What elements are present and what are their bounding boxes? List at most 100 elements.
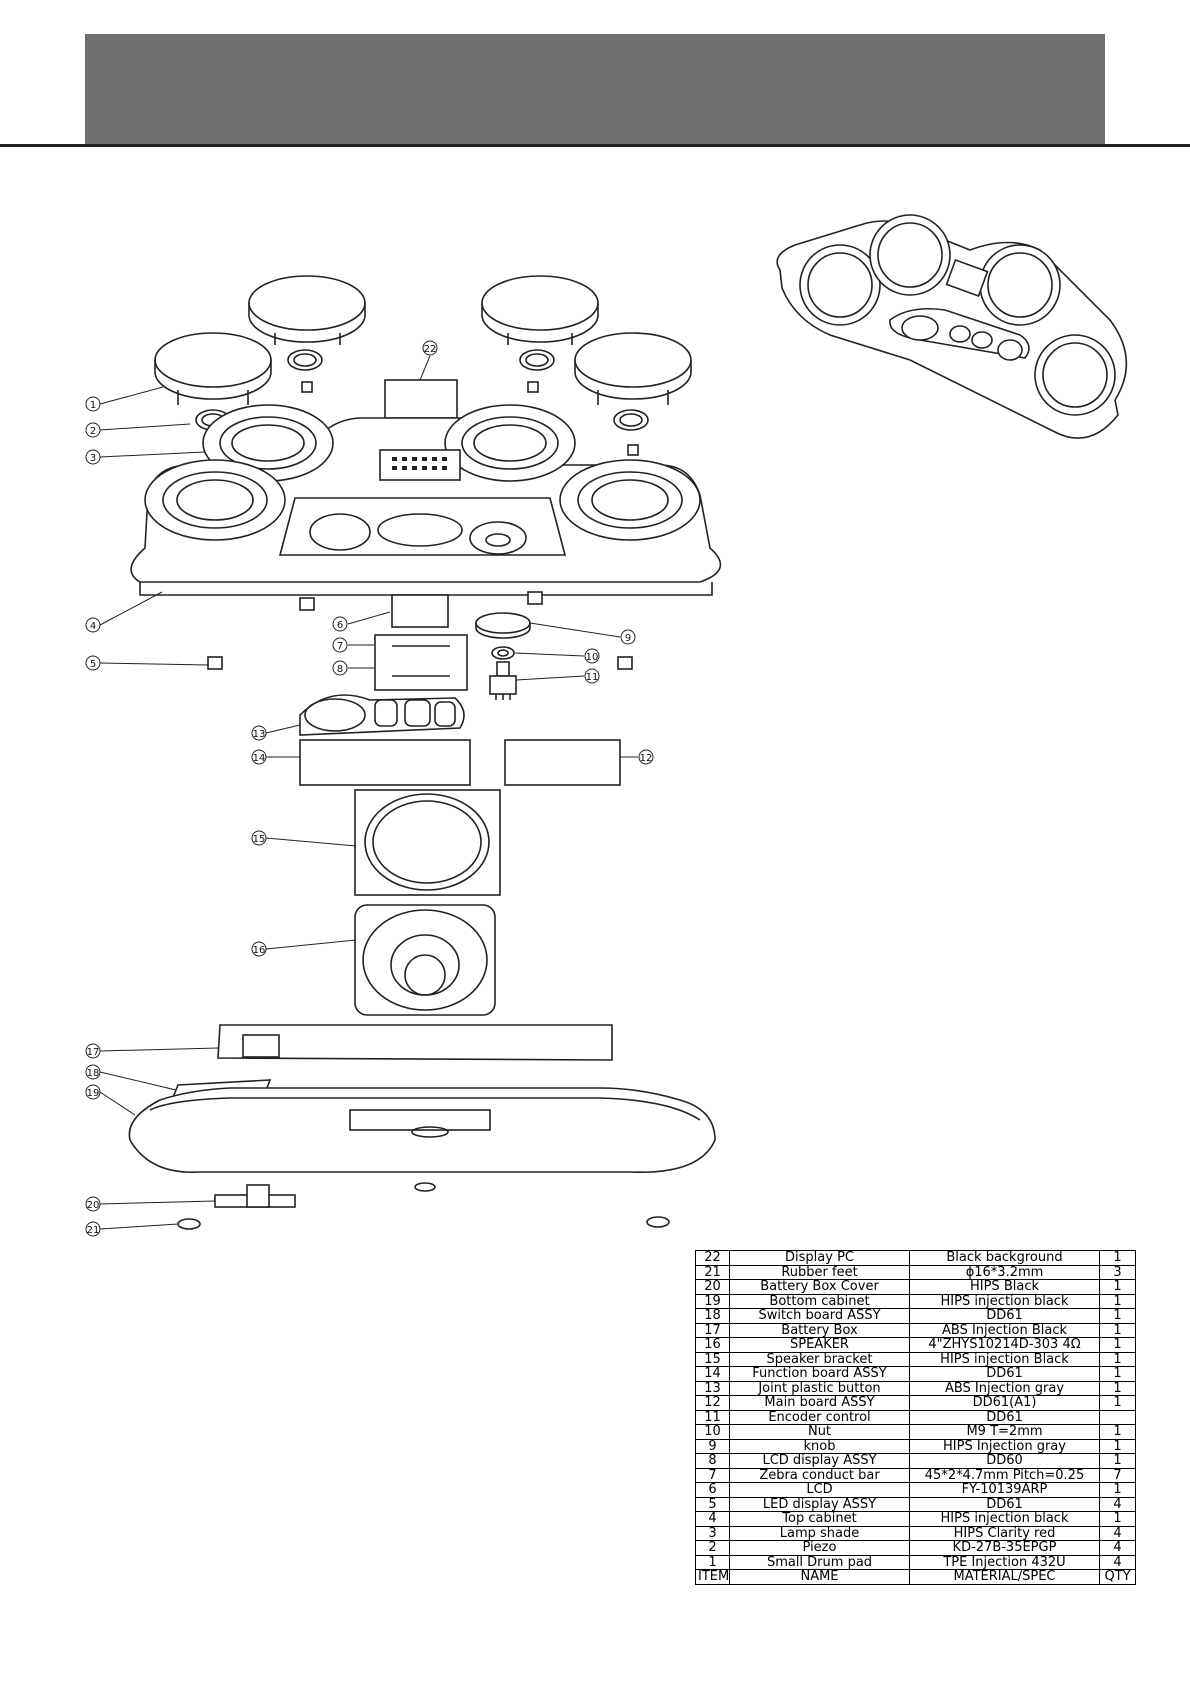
bom-cell-spec: DD61 bbox=[909, 1496, 1100, 1512]
perspective-pad-1 bbox=[799, 244, 881, 326]
bom-cell-item: 13 bbox=[695, 1380, 730, 1396]
bom-cell-item: 10 bbox=[695, 1424, 730, 1440]
bom-cell-item: 17 bbox=[695, 1322, 730, 1338]
knob bbox=[475, 612, 531, 639]
bom-cell-item: 7 bbox=[695, 1467, 730, 1483]
bom-cell-spec: ABS Injection gray bbox=[909, 1380, 1100, 1396]
bom-header-spec: MATERIAL/SPEC bbox=[909, 1569, 1100, 1585]
callout-15: 15 bbox=[253, 834, 266, 845]
callout-12: 12 bbox=[640, 753, 653, 764]
bom-cell-item: 15 bbox=[695, 1351, 730, 1367]
bom-cell-qty bbox=[1099, 1409, 1136, 1425]
drum-pad-top-right bbox=[481, 275, 599, 345]
bom-cell-name: Piezo bbox=[729, 1540, 910, 1556]
bom-cell-spec: DD61 bbox=[909, 1308, 1100, 1324]
bom-cell-spec: Black background bbox=[909, 1250, 1100, 1266]
callout-21: 21 bbox=[87, 1225, 100, 1236]
bom-cell-spec: DD61(A1) bbox=[909, 1395, 1100, 1411]
perspective-display bbox=[945, 258, 989, 298]
bom-cell-name: SPEAKER bbox=[729, 1337, 910, 1353]
bom-cell-item: 4 bbox=[695, 1511, 730, 1527]
bom-cell-name: LCD bbox=[729, 1482, 910, 1498]
perspective-pad-3 bbox=[979, 244, 1061, 326]
bom-cell-item: 18 bbox=[695, 1308, 730, 1324]
bom-cell-spec: HIPS injection black bbox=[909, 1293, 1100, 1309]
drum-pad-left bbox=[154, 332, 272, 405]
nut bbox=[491, 646, 515, 660]
bom-cell-qty: 1 bbox=[1099, 1453, 1136, 1469]
bom-cell-name: Speaker bracket bbox=[729, 1351, 910, 1367]
callout-17: 17 bbox=[87, 1047, 100, 1058]
header-rule bbox=[0, 144, 1190, 147]
bom-cell-qty: 1 bbox=[1099, 1438, 1136, 1454]
piezo-set bbox=[195, 349, 649, 431]
callout-1: 1 bbox=[90, 400, 96, 411]
bom-cell-spec: 4"ZHYS10214D-303 4Ω bbox=[909, 1337, 1100, 1353]
callout-leaders bbox=[99, 355, 638, 1230]
joint-plastic-button bbox=[299, 694, 465, 736]
callout-2: 2 bbox=[90, 426, 96, 437]
callout-9: 9 bbox=[625, 633, 631, 644]
bom-cell-spec: M9 T=2mm bbox=[909, 1424, 1100, 1440]
bom-cell-name: knob bbox=[729, 1438, 910, 1454]
bom-cell-qty: 1 bbox=[1099, 1424, 1136, 1440]
callout-22: 22 bbox=[424, 344, 437, 355]
callout-6: 6 bbox=[337, 620, 343, 631]
bom-cell-item: 3 bbox=[695, 1525, 730, 1541]
bom-cell-spec: FY-10139ARP bbox=[909, 1482, 1100, 1498]
bom-cell-qty: 1 bbox=[1099, 1308, 1136, 1324]
bom-cell-spec: DD61 bbox=[909, 1409, 1100, 1425]
bom-cell-name: LED display ASSY bbox=[729, 1496, 910, 1512]
callout-16: 16 bbox=[253, 945, 266, 956]
callout-8: 8 bbox=[337, 664, 343, 675]
bom-cell-item: 20 bbox=[695, 1279, 730, 1295]
callout-18: 18 bbox=[87, 1068, 100, 1079]
bom-cell-name: Display PC bbox=[729, 1250, 910, 1266]
battery-box-cover bbox=[214, 1184, 296, 1208]
bom-cell-qty: 3 bbox=[1099, 1264, 1136, 1280]
bom-cell-spec: ϕ16*3.2mm bbox=[909, 1264, 1100, 1280]
bom-cell-item: 21 bbox=[695, 1264, 730, 1280]
assembled-perspective-drawing bbox=[776, 214, 1128, 439]
encoder-control bbox=[489, 661, 517, 700]
header-band bbox=[85, 34, 1105, 146]
bom-cell-qty: 1 bbox=[1099, 1351, 1136, 1367]
callout-circles bbox=[85, 340, 654, 1237]
bom-cell-item: 12 bbox=[695, 1395, 730, 1411]
top-cabinet bbox=[130, 404, 722, 596]
callout-19: 19 bbox=[87, 1088, 100, 1099]
callout-14: 14 bbox=[253, 753, 266, 764]
battery-box bbox=[217, 1024, 613, 1061]
function-board-assy bbox=[299, 739, 471, 786]
bom-cell-name: Bottom cabinet bbox=[729, 1293, 910, 1309]
bom-cell-qty: 4 bbox=[1099, 1496, 1136, 1512]
bom-cell-name: Main board ASSY bbox=[729, 1395, 910, 1411]
perspective-pad-4 bbox=[1034, 334, 1116, 416]
bom-cell-item: 5 bbox=[695, 1496, 730, 1512]
callout-7: 7 bbox=[337, 641, 343, 652]
exploded-view-drawing: 1 2 3 4 5 6 7 8 9 10 11 12 13 14 15 16 1… bbox=[85, 275, 722, 1237]
bom-cell-spec: DD61 bbox=[909, 1366, 1100, 1382]
speaker bbox=[354, 904, 496, 1016]
bom-cell-name: Switch board ASSY bbox=[729, 1308, 910, 1324]
drum-pad-top-left bbox=[248, 275, 366, 345]
bom-cell-qty: 4 bbox=[1099, 1540, 1136, 1556]
bom-cell-spec: HIPS injection Black bbox=[909, 1351, 1100, 1367]
